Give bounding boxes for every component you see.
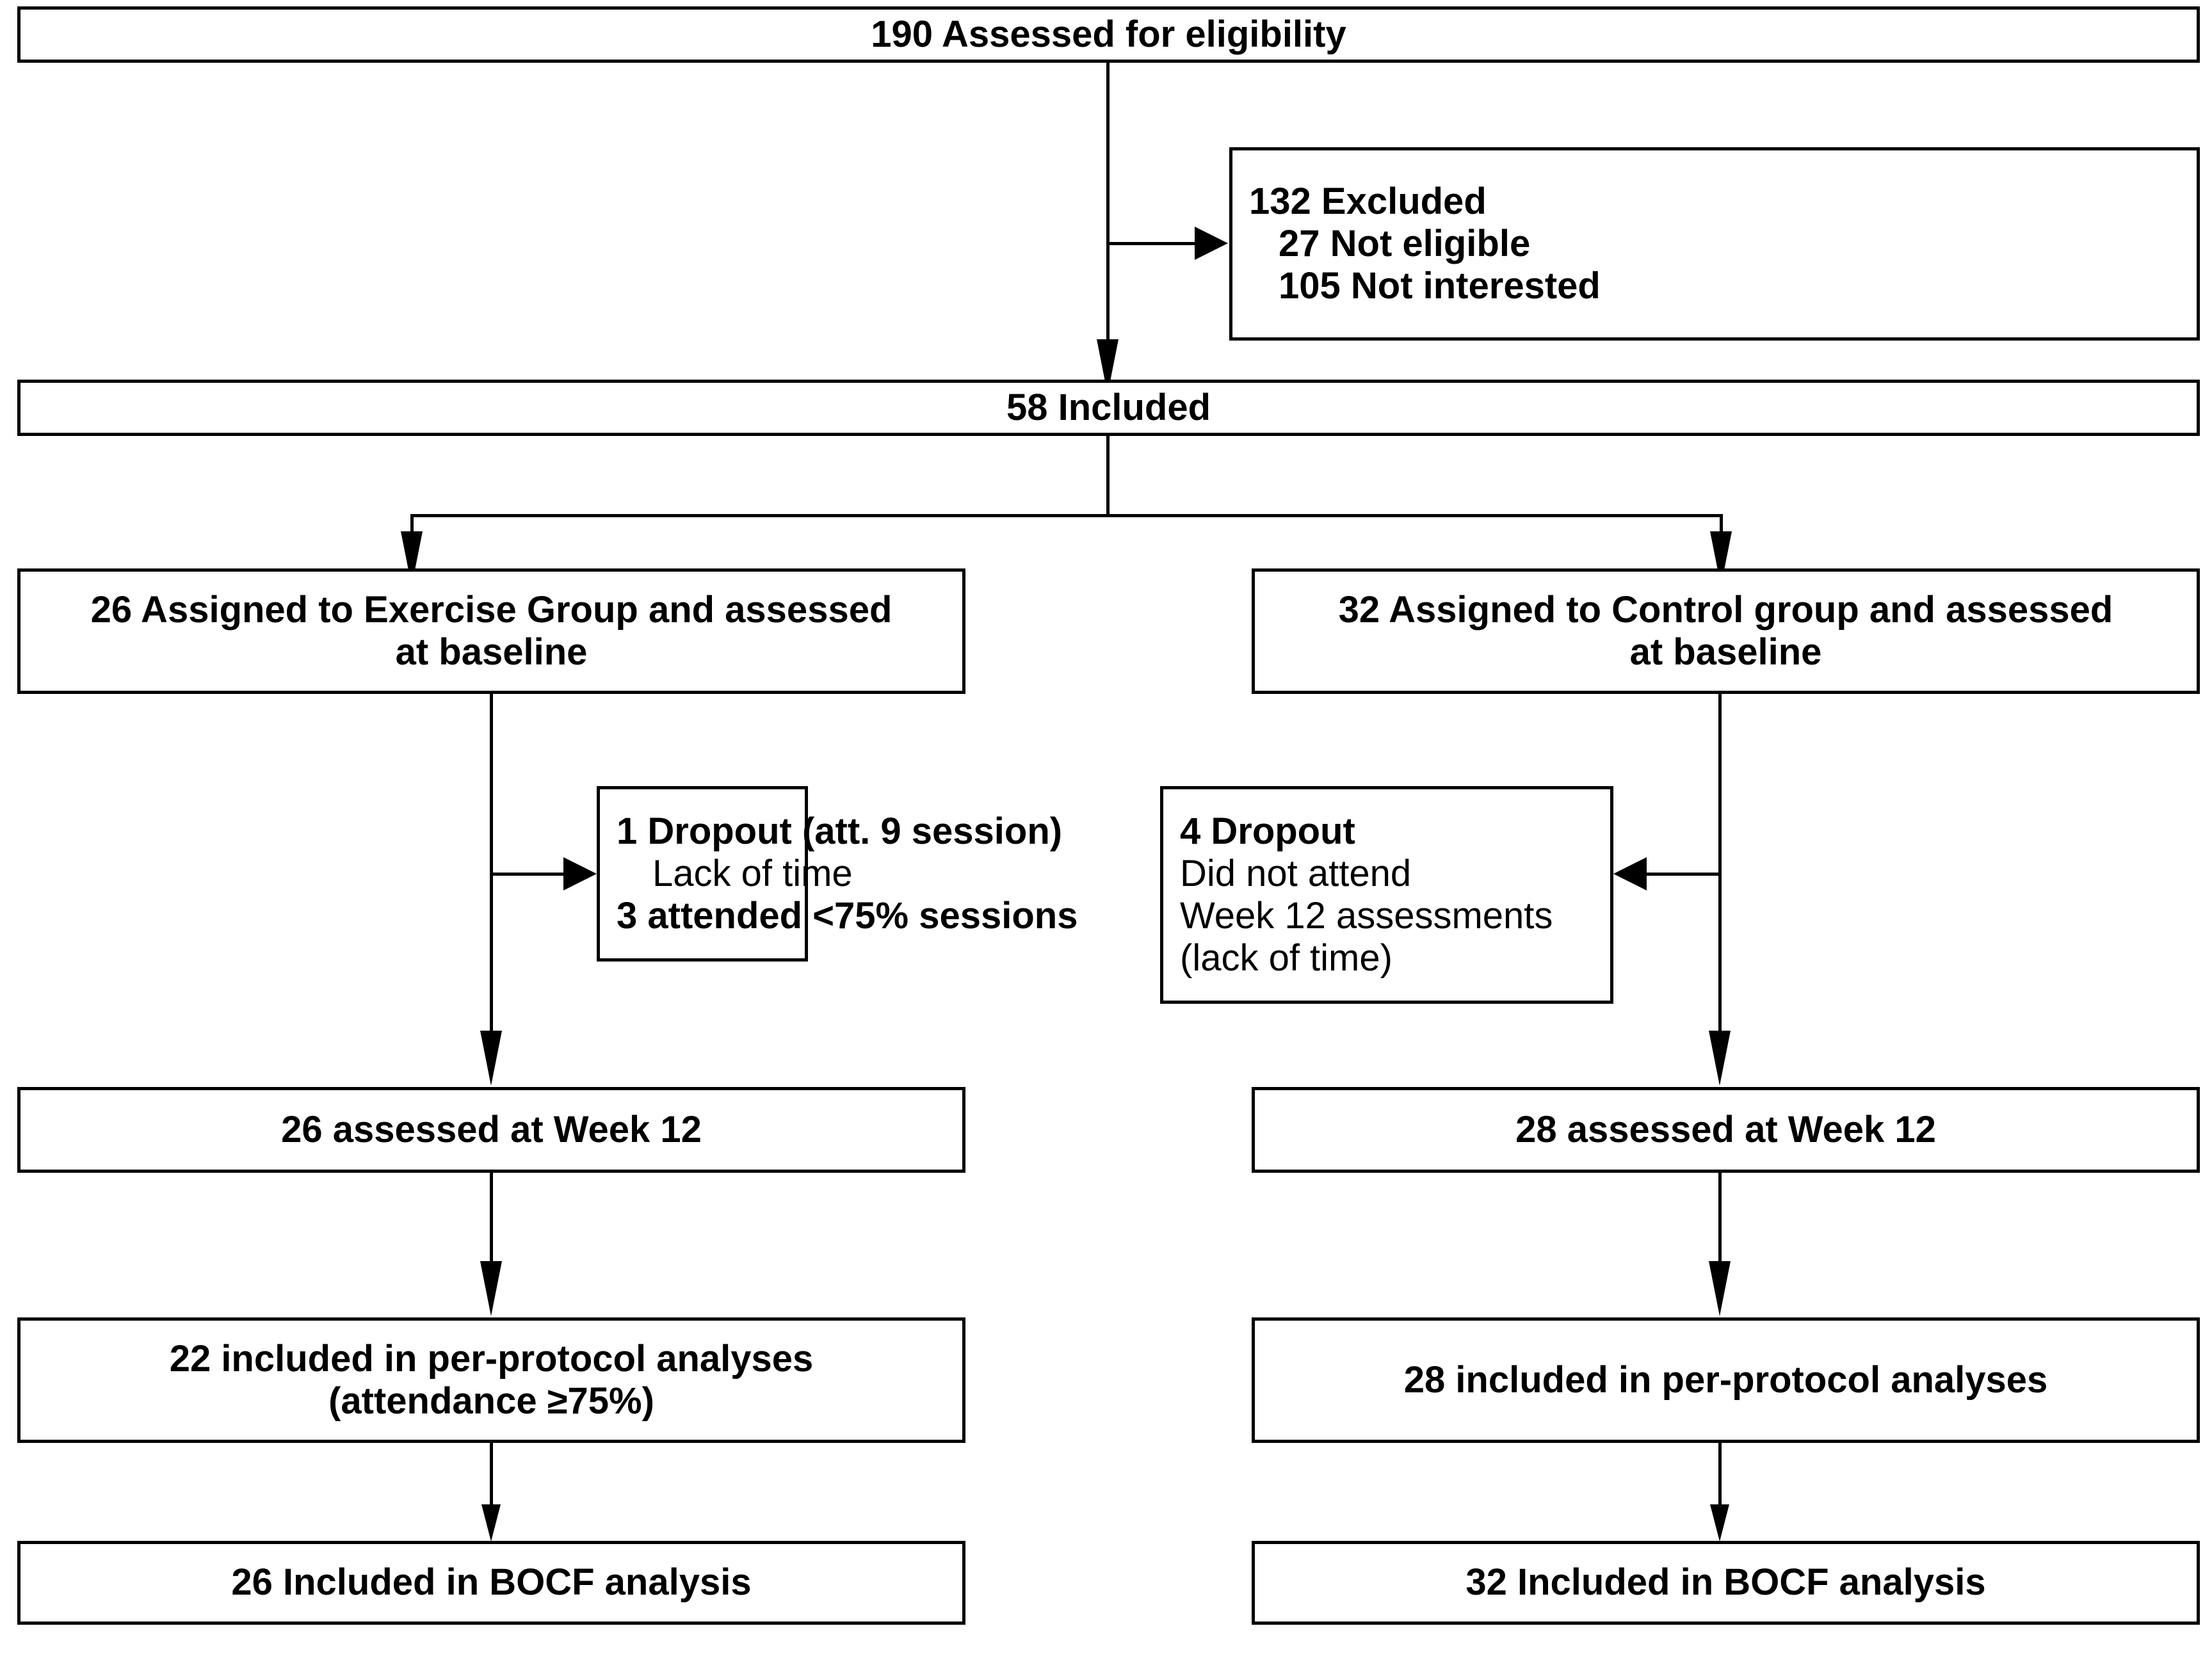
connector-assessed-to-excluded	[1110, 242, 1196, 245]
control-bocf-label: 32 Included in BOCF analysis	[1465, 1561, 1986, 1604]
control-assigned-line2: at baseline	[1629, 631, 1822, 673]
node-excluded: 132 Excluded 27 Not eligible 105 Not int…	[1229, 147, 2200, 341]
connector-included-trunk	[1106, 436, 1110, 515]
arrowhead-exercise-week12-to-pp	[480, 1261, 502, 1316]
node-exercise-week12: 26 assessed at Week 12	[17, 1087, 965, 1173]
connector-exercise-pp-to-bocf	[490, 1443, 493, 1510]
exercise-bocf-label: 26 Included in BOCF analysis	[231, 1561, 752, 1604]
exercise-week12-label: 26 assessed at Week 12	[281, 1108, 702, 1150]
exercise-dropout-line3: 3 attended <75% sessions	[617, 895, 1078, 937]
exercise-pp-line1: 22 included in per-protocol analyses	[169, 1337, 814, 1380]
node-control-week12: 28 assessed at Week 12	[1252, 1087, 2200, 1173]
exercise-dropout-line2: Lack of time	[652, 852, 853, 894]
exercise-assigned-line1: 26 Assigned to Exercise Group and assess…	[90, 588, 892, 631]
connector-control-to-dropout	[1647, 873, 1720, 876]
arrowhead-exercise-pp-to-bocf	[481, 1504, 501, 1541]
arrowhead-assessed-to-excluded	[1195, 227, 1228, 260]
connector-exercise-to-dropout	[493, 873, 565, 876]
excluded-reason-not-eligible: 27 Not eligible	[1279, 222, 1531, 264]
included-label: 58 Included	[1006, 386, 1211, 428]
connector-control-week12-to-pp	[1718, 1173, 1722, 1262]
excluded-reason-not-interested: 105 Not interested	[1279, 265, 1601, 307]
node-control-dropout: 4 Dropout Did not attend Week 12 assessm…	[1160, 786, 1613, 1004]
control-pp-line1: 28 included in per-protocol analyses	[1403, 1358, 2048, 1401]
connector-split-right-drop	[1720, 514, 1723, 533]
arrowhead-control-to-dropout	[1613, 857, 1647, 890]
connector-exercise-week12-to-pp	[490, 1173, 493, 1262]
exercise-pp-line2: (attendance ≥75%)	[328, 1380, 654, 1422]
arrowhead-control-pp-to-bocf	[1710, 1504, 1729, 1541]
node-exercise-per-protocol: 22 included in per-protocol analyses (at…	[17, 1317, 965, 1443]
exercise-dropout-line1: 1 Dropout (att. 9 session)	[617, 810, 1063, 852]
arrowhead-control-to-week12	[1709, 1031, 1731, 1086]
node-exercise-dropout: 1 Dropout (att. 9 session) Lack of time …	[597, 786, 1078, 962]
control-dropout-line4: (lack of time)	[1180, 937, 1393, 979]
connector-exercise-assigned-to-week12	[490, 694, 493, 1032]
connector-control-pp-to-bocf	[1718, 1443, 1722, 1510]
arrowhead-control-week12-to-pp	[1709, 1261, 1731, 1316]
node-exercise-assigned: 26 Assigned to Exercise Group and assess…	[17, 568, 965, 694]
control-dropout-line1: 4 Dropout	[1180, 810, 1355, 852]
connector-arm-split	[410, 514, 1723, 517]
connector-assessed-to-included-lower	[1106, 200, 1110, 342]
node-control-bocf: 32 Included in BOCF analysis	[1252, 1541, 2200, 1625]
excluded-heading: 132 Excluded	[1249, 180, 1487, 222]
arrowhead-exercise-to-dropout	[563, 857, 597, 890]
connector-control-assigned-to-week12	[1718, 694, 1722, 1032]
control-dropout-line3: Week 12 assessments	[1180, 895, 1553, 937]
node-assessed-for-eligibility: 190 Assessed for eligibility	[17, 6, 2200, 63]
node-control-per-protocol: 28 included in per-protocol analyses	[1252, 1317, 2200, 1443]
control-dropout-line2: Did not attend	[1180, 852, 1412, 894]
node-included: 58 Included	[17, 380, 2200, 436]
control-assigned-line1: 32 Assigned to Control group and assesse…	[1338, 588, 2113, 631]
exercise-assigned-line2: at baseline	[395, 631, 588, 673]
node-control-assigned: 32 Assigned to Control group and assesse…	[1252, 568, 2200, 694]
control-week12-label: 28 assessed at Week 12	[1515, 1108, 1936, 1150]
connector-split-left-drop	[410, 514, 414, 533]
node-exercise-bocf: 26 Included in BOCF analysis	[17, 1541, 965, 1625]
connector-assessed-to-included	[1106, 63, 1110, 200]
assessed-label: 190 Assessed for eligibility	[871, 13, 1346, 55]
arrowhead-exercise-to-week12	[480, 1031, 502, 1086]
